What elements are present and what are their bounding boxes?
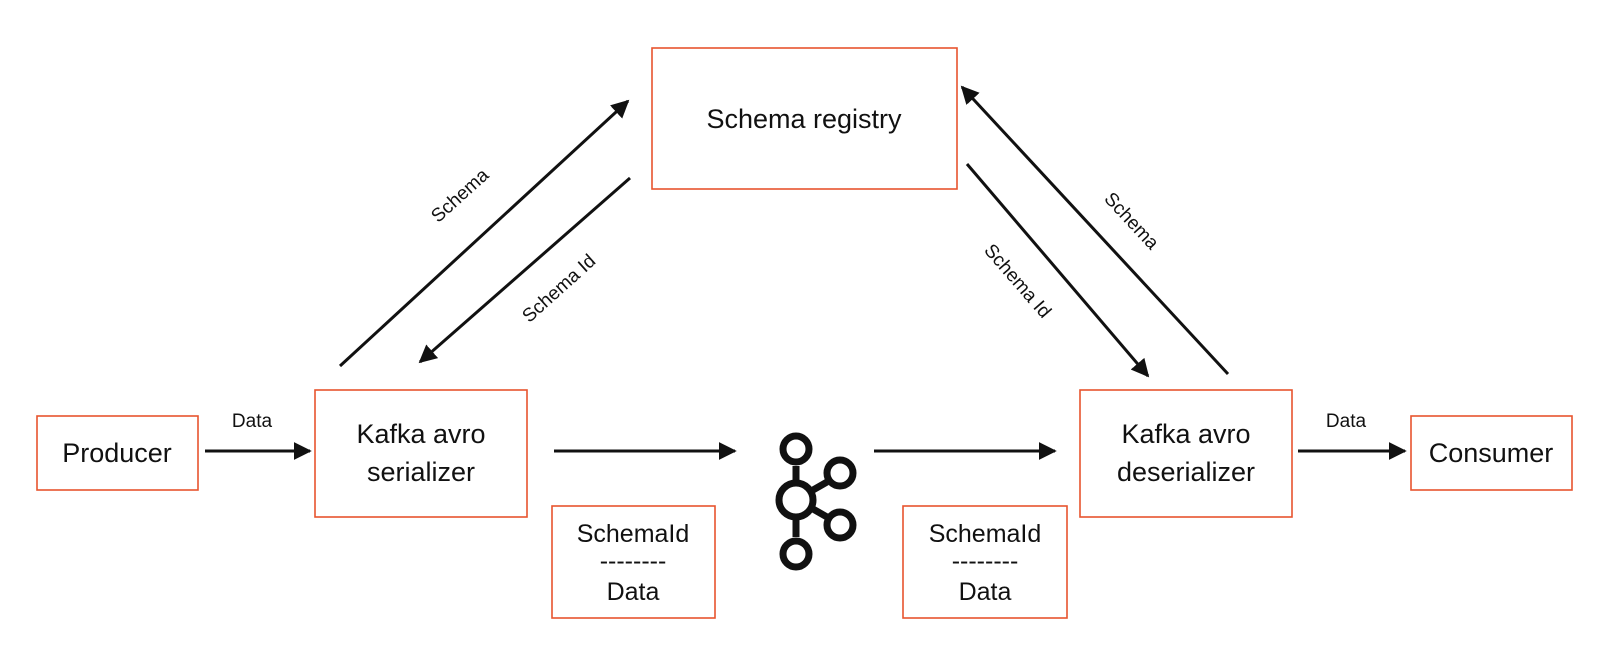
serializer-label-line1: Kafka avro — [356, 419, 485, 449]
message-box-left: SchemaId -------- Data — [551, 505, 716, 619]
consumer-label: Consumer — [1429, 438, 1554, 468]
message-left-data: Data — [607, 578, 660, 606]
producer-label: Producer — [62, 438, 172, 468]
consumer-node: Consumer — [1410, 415, 1573, 491]
edge-label-producer-data: Data — [232, 411, 273, 432]
message-left-divider: -------- — [600, 547, 667, 575]
arrow-registry-to-serializer — [418, 176, 631, 364]
deserializer-label-line1: Kafka avro — [1121, 419, 1250, 449]
producer-node: Producer — [36, 415, 199, 491]
serializer-node: Kafka avro serializer — [314, 389, 528, 518]
message-right-schema-id: SchemaId — [929, 520, 1042, 548]
message-box-right: SchemaId -------- Data — [902, 505, 1068, 619]
deserializer-label-line2: deserializer — [1117, 457, 1255, 487]
schema-registry-label: Schema registry — [706, 104, 902, 134]
message-right-divider: -------- — [952, 547, 1019, 575]
message-right-data: Data — [959, 578, 1012, 606]
edge-label-schema-left: Schema — [427, 165, 493, 228]
arrow-serializer-to-registry — [338, 99, 630, 368]
schema-registry-node: Schema registry — [651, 47, 958, 190]
edge-label-schema-id-left: Schema Id — [519, 251, 601, 327]
edge-label-consumer-data: Data — [1326, 411, 1367, 432]
arrow-registry-to-deserializer — [965, 163, 1150, 378]
arrow-deserializer-to-registry — [960, 85, 1230, 376]
deserializer-node: Kafka avro deserializer — [1079, 389, 1293, 518]
message-left-schema-id: SchemaId — [577, 520, 690, 548]
serializer-label-line2: serializer — [367, 457, 475, 487]
kafka-logo-icon — [775, 432, 857, 571]
